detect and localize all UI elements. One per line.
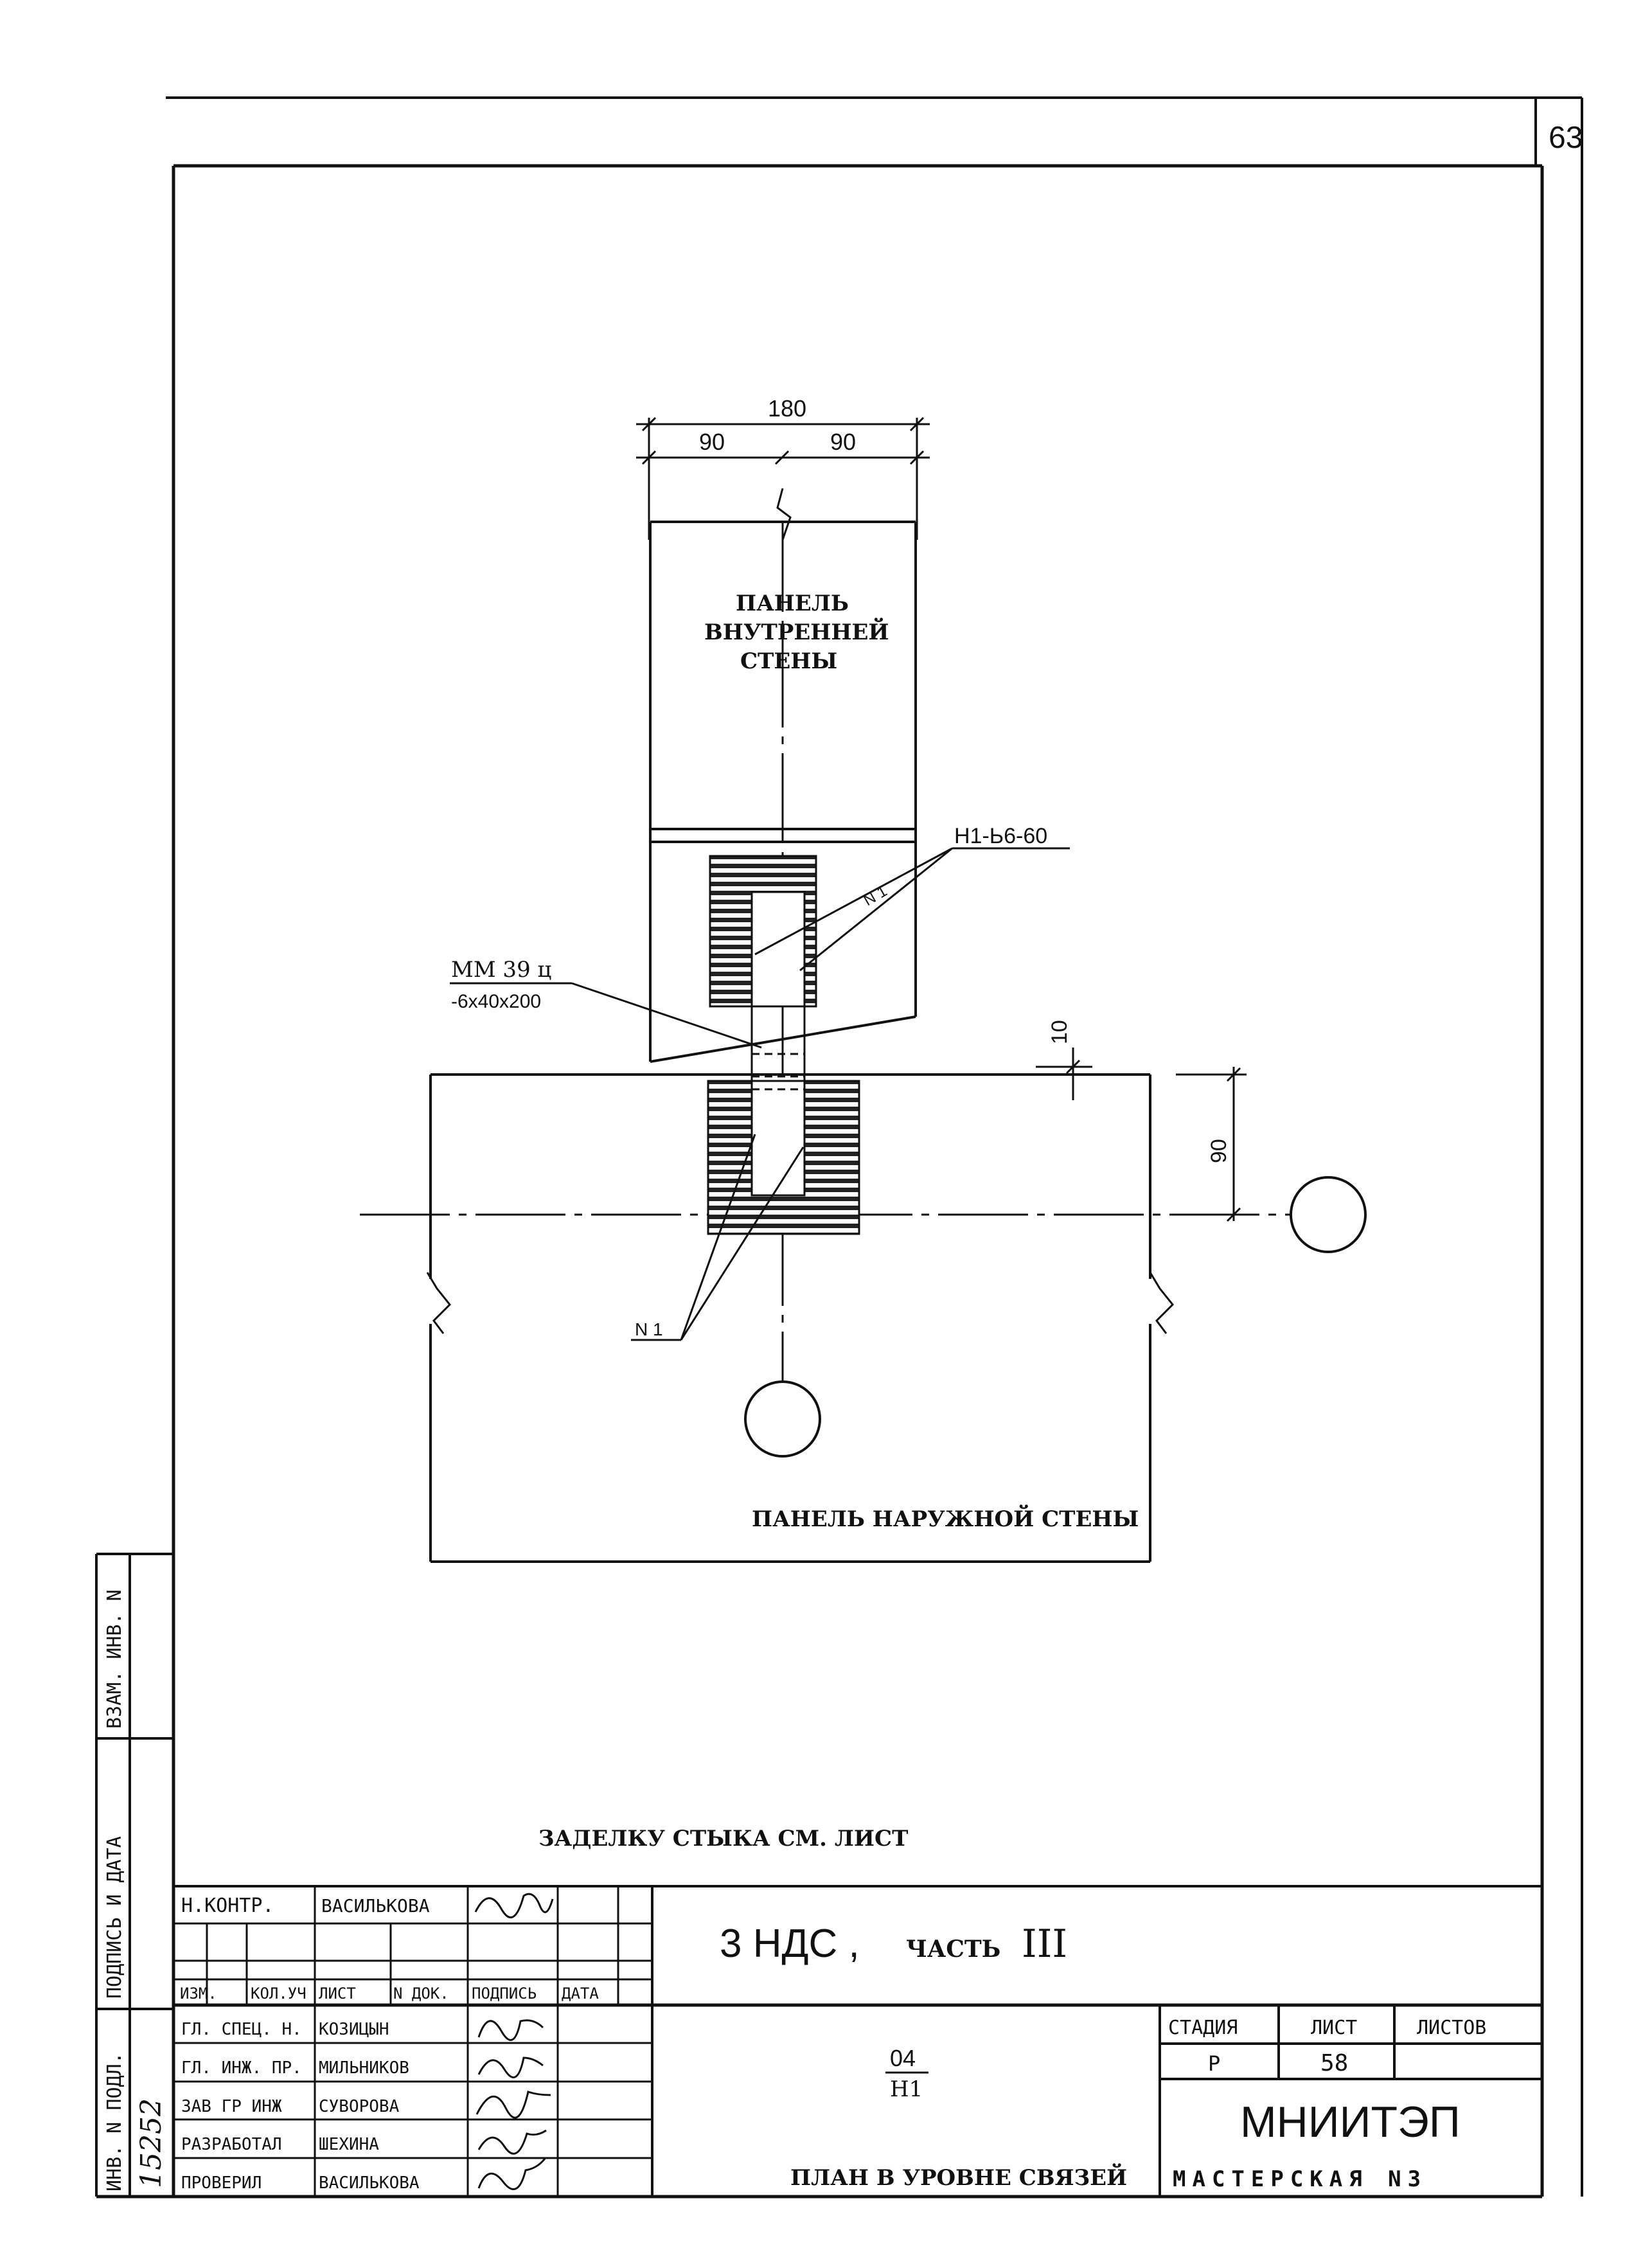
dimension-180 bbox=[636, 416, 930, 540]
sheet-code-top: 04 bbox=[890, 2045, 916, 2071]
dimension-offset bbox=[1176, 1067, 1247, 1222]
n-kontr-signature bbox=[474, 1893, 554, 1918]
inv-number: 15252 bbox=[135, 2098, 168, 2188]
side-stamp bbox=[95, 1553, 173, 2197]
inner-wall-label-1: ПАНЕЛЬ bbox=[736, 591, 849, 616]
dimension-gap bbox=[1036, 1048, 1092, 1100]
header-kol-uch: КОЛ.УЧ bbox=[251, 1985, 306, 2003]
sheet-frame bbox=[96, 164, 1544, 2199]
break-marks bbox=[426, 488, 1175, 1334]
inv-podl-label: ИНВ. N ПОДЛ. bbox=[103, 2052, 126, 2191]
dim-left-half: 90 bbox=[699, 429, 725, 455]
dim-offset: 90 bbox=[1207, 1139, 1231, 1163]
signer-role: ГЛ. СПЕЦ. Н. bbox=[181, 2020, 302, 2039]
signer-name: СУВОРОВА bbox=[319, 2097, 400, 2116]
stage-label: СТАДИЯ bbox=[1168, 2017, 1238, 2039]
signer-role: ГЛ. ИНЖ. ПР. bbox=[181, 2058, 302, 2078]
leader-lines bbox=[450, 847, 1070, 1341]
list-label: ЛИСТ bbox=[1311, 2017, 1357, 2039]
signer-name: ШЕХИНА bbox=[319, 2135, 379, 2154]
signer-name: ВАСИЛЬКОВА bbox=[319, 2173, 420, 2193]
header-n-dok: N ДОК. bbox=[393, 1985, 449, 2003]
project-code: 3 НДС , bbox=[720, 1922, 860, 1966]
handwritten-signatures bbox=[475, 2019, 551, 2190]
signature-table-grid bbox=[173, 1886, 652, 2197]
org-name: МНИИТЭП bbox=[1240, 2098, 1461, 2146]
embedded-part-size: -6х40х200 bbox=[451, 991, 541, 1012]
page-header bbox=[166, 96, 1583, 2197]
sheet-title: ПЛАН В УРОВНЕ СВЯЗЕЙ bbox=[790, 2163, 1127, 2191]
inner-wall-label-3: СТЕНЫ bbox=[740, 648, 837, 674]
signer-role: ЗАВ ГР ИНЖ bbox=[181, 2097, 282, 2116]
outer-wall-panel bbox=[429, 1073, 1151, 1563]
signer-name: МИЛЬНИКОВ bbox=[319, 2058, 409, 2078]
signer-role: РАЗРАБОТАЛ bbox=[181, 2135, 282, 2154]
sheet-code-bottom: Н1 bbox=[890, 2076, 923, 2102]
dim-total-width: 180 bbox=[768, 395, 806, 422]
podpis-data-label: ПОДПИСЬ И ДАТА bbox=[103, 1836, 126, 1999]
embedded-part-code: ММ 39 ц bbox=[451, 957, 551, 983]
title-block-grid bbox=[173, 1885, 1542, 2197]
hatched-ties bbox=[707, 855, 860, 1235]
n1-lower-label: N 1 bbox=[635, 1319, 663, 1339]
axis-bubble-right bbox=[1290, 1176, 1367, 1253]
stage-value: Р bbox=[1208, 2051, 1220, 2076]
project-part-num: III bbox=[1022, 1922, 1067, 1967]
n-kontr-name: ВАСИЛЬКОВА bbox=[321, 1895, 430, 1916]
header-podpis: ПОДПИСЬ bbox=[472, 1985, 537, 2003]
org-workshop: МАСТЕРСКАЯ N3 bbox=[1173, 2166, 1427, 2192]
joint-note: ЗАДЕЛКУ СТЫКА СМ. ЛИСТ bbox=[538, 1826, 908, 1851]
dim-right-half: 90 bbox=[830, 429, 856, 455]
n1-upper-label: N 1 bbox=[861, 882, 891, 909]
header-list: ЛИСТ bbox=[319, 1985, 356, 2003]
header-data: ДАТА bbox=[562, 1985, 599, 2003]
vzam-inv-label: ВЗАМ. ИНВ. N bbox=[103, 1589, 126, 1729]
signer-role: ПРОВЕРИЛ bbox=[181, 2173, 262, 2193]
axis-bubble-bottom bbox=[744, 1380, 821, 1458]
project-part-word: ЧАСТЬ bbox=[906, 1936, 1000, 1963]
list-value: 58 bbox=[1320, 2050, 1348, 2076]
signer-name: КОЗИЦЫН bbox=[319, 2020, 389, 2039]
dim-gap: 10 bbox=[1047, 1020, 1072, 1044]
outer-wall-label: ПАНЕЛЬ НАРУЖНОЙ СТЕНЫ bbox=[752, 1504, 1139, 1532]
n-kontr-role: Н.КОНТР. bbox=[181, 1895, 274, 1917]
header-izm: ИЗМ. bbox=[180, 1985, 217, 2003]
listov-label: ЛИСТОВ bbox=[1417, 2017, 1486, 2039]
inner-wall-label-2: ВНУТРЕННЕЙ bbox=[704, 618, 889, 645]
tie-mark-label: Н1-Ь6-60 bbox=[954, 824, 1047, 848]
page-number: 63 bbox=[1549, 121, 1583, 155]
